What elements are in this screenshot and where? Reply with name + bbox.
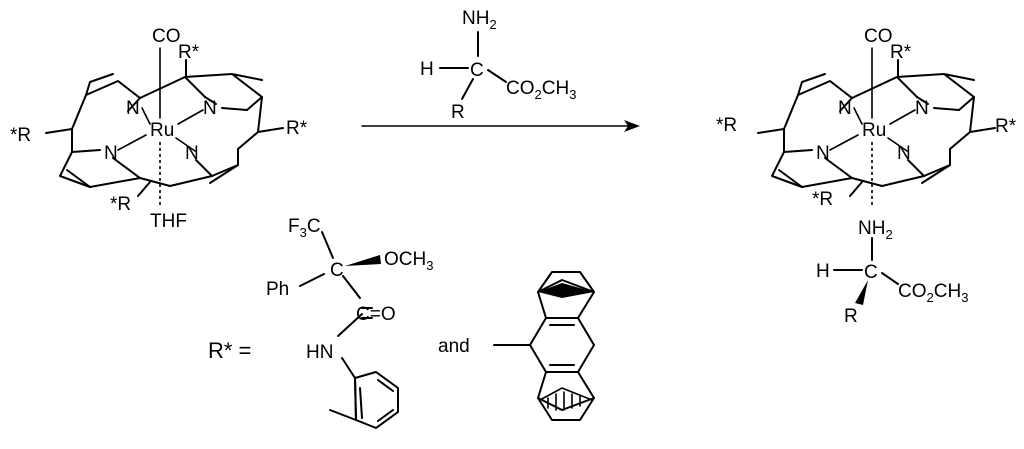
product-wedge-bond	[855, 280, 868, 305]
reactant-n-top-left: N	[126, 98, 140, 119]
product-r-bottom: *R	[812, 189, 833, 210]
reactant-r-right: R*	[286, 118, 308, 139]
product-porphyrin: Ru CO N N N N R* *R R* *R NH2 H C CO2CH3…	[716, 26, 1017, 327]
reaction-arrow	[361, 120, 640, 132]
reactant-r-top: R*	[178, 42, 200, 63]
hn-label: HN	[306, 342, 333, 363]
product-n-bottom-right: N	[897, 143, 911, 164]
ph-label: Ph	[266, 279, 289, 300]
reactant-n-bottom-right: N	[185, 143, 199, 164]
reagent-ester: CO2CH3	[506, 78, 576, 102]
rstar-label: R* =	[208, 338, 251, 363]
mosher-amide-substituent: F3C OCH3 Ph C C=O HN	[266, 216, 433, 429]
reactant-co-label: CO	[152, 26, 181, 47]
product-ester: CO2CH3	[898, 281, 968, 305]
reactant-r-bottom: *R	[110, 194, 131, 215]
product-nh2: NH2	[858, 218, 893, 242]
reactant-n-bottom-left: N	[104, 143, 118, 164]
product-n-bottom-left: N	[816, 143, 830, 164]
product-r: R	[844, 306, 858, 327]
product-r-top: R*	[890, 42, 912, 63]
product-r-left: *R	[716, 115, 737, 136]
product-c: C	[864, 262, 878, 283]
reagent-amino-ester: NH2 H C CO2CH3 R	[420, 8, 576, 123]
f3c-label: F3C	[288, 216, 321, 240]
reactant-porphyrin: Ru CO THF N N N N R* *R R* *R	[10, 26, 308, 232]
bicyclic-anthracene-substituent	[493, 271, 595, 421]
reagent-nh2: NH2	[462, 8, 497, 32]
product-co-label: CO	[864, 26, 893, 47]
reagent-c: C	[470, 60, 484, 81]
top-bridge-wedge	[538, 283, 594, 298]
och3-wedge-bond	[345, 255, 381, 266]
product-ru-label: Ru	[862, 120, 886, 141]
carbonyl-label: C=O	[356, 304, 396, 325]
reactant-n-top-right: N	[203, 98, 217, 119]
product-n-top-left: N	[838, 98, 852, 119]
reactant-thf-label: THF	[150, 211, 187, 232]
stereocenter-c-label: C	[330, 260, 344, 281]
och3-label: OCH3	[384, 249, 433, 273]
product-r-right: R*	[995, 116, 1017, 137]
rstar-definition: R* = F3C OCH3 Ph C C=	[208, 216, 595, 429]
product-n-top-right: N	[915, 98, 929, 119]
product-h: H	[816, 261, 830, 282]
reagent-h: H	[420, 59, 434, 80]
reagent-r: R	[451, 102, 465, 123]
reactant-r-left: *R	[10, 125, 31, 146]
reactant-ru-label: Ru	[150, 120, 174, 141]
and-label: and	[438, 336, 470, 357]
